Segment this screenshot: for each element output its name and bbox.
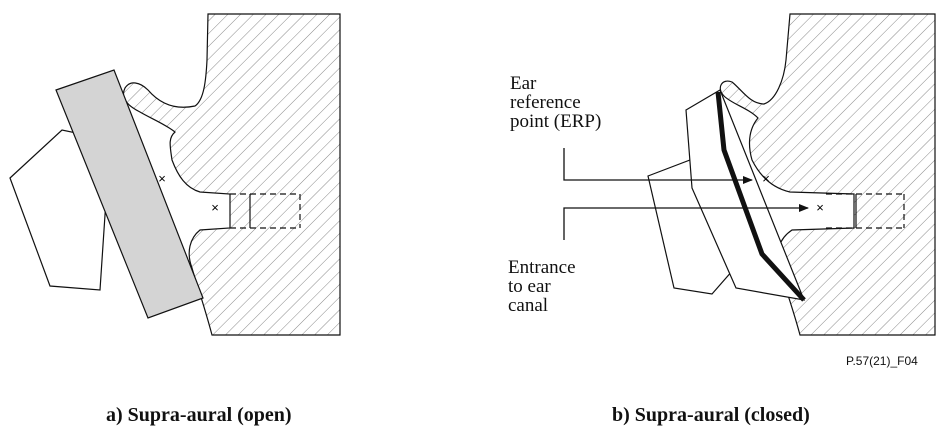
- earphone-cup-b: [685, 89, 805, 301]
- earphone-pad-a: [55, 69, 204, 319]
- earphone-seal-b: [715, 91, 806, 302]
- canal-marker-b: ×: [816, 200, 824, 215]
- panel-b: × ×: [563, 13, 936, 336]
- caption-panel-a: a) Supra-aural (open): [106, 404, 292, 426]
- arrow-canal: [563, 204, 809, 240]
- erp-marker-a: ×: [158, 171, 166, 186]
- head-tissue-a: [122, 13, 341, 336]
- figure-reference: P.57(21)_F04: [846, 354, 918, 368]
- earphone-body-b: [647, 159, 741, 295]
- label-entrance-to-ear-canal: Entrance to ear canal: [508, 257, 576, 316]
- panel-a: × ×: [9, 13, 341, 336]
- caption-panel-b: b) Supra-aural (closed): [612, 404, 810, 426]
- canal-marker-a: ×: [211, 200, 219, 215]
- ear-canal-b: [826, 193, 905, 229]
- arrow-erp: [563, 148, 753, 184]
- label-ear-reference-point: Ear reference point (ERP): [510, 73, 602, 132]
- ear-canal-a: [230, 193, 301, 229]
- earphone-body-a: [9, 129, 111, 291]
- erp-marker-b: ×: [762, 171, 770, 186]
